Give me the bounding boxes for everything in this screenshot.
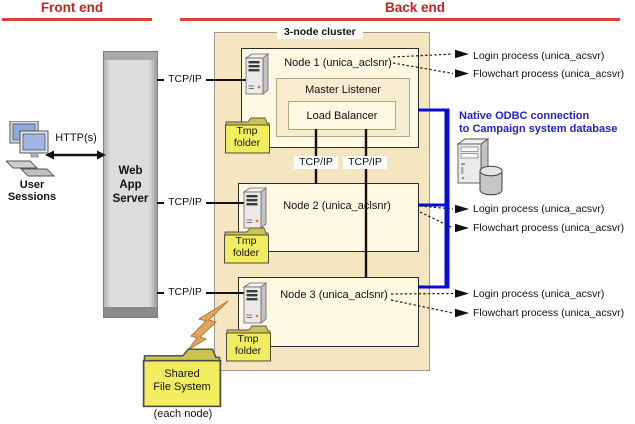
load-balancer-box: Load Balancer	[288, 101, 396, 130]
tmp-line-2: folder	[232, 246, 260, 259]
node2-flowchart-process-label: Flowchart process (unica_acsvr)	[473, 222, 625, 234]
shared-line-2: File System	[153, 381, 211, 393]
node1-login-process-label: Login process (unica_acsvr)	[473, 50, 605, 62]
odbc-note-line-1: Native ODBC connection	[459, 110, 590, 122]
front-end-underline	[2, 18, 152, 21]
odbc-note-line-2: to Campaign system database	[459, 122, 618, 135]
user-sessions-icon	[6, 121, 56, 181]
load-balancer-label: Load Balancer	[306, 109, 378, 122]
web-app-server-label: Web App Server	[112, 164, 149, 205]
node3-flowchart-process-label: Flowchart process (unica_acsvr)	[473, 307, 625, 319]
node-3-label: Node 3 (unica_aclsnr)	[280, 289, 388, 301]
node-2-label: Node 2 (unica_aclsnr)	[283, 200, 391, 212]
tcpip-label-lb-left: TCP/IP	[294, 156, 338, 169]
web-app-server: Web App Server	[103, 51, 158, 318]
odbc-note: Native ODBC connection to Campaign syste…	[459, 110, 617, 135]
tmp-line-2: folder	[233, 136, 261, 149]
user-sessions-label: User Sessions	[7, 179, 57, 203]
back-end-heading: Back end	[384, 0, 446, 15]
node-1-label: Node 1 (unica_aclsnr)	[284, 57, 392, 69]
tmp-line-1: Tmp	[237, 333, 259, 345]
tcpip-label-node1: TCP/IP	[164, 73, 206, 86]
node3-login-process-label: Login process (unica_acsvr)	[473, 288, 605, 300]
node1-flowchart-process-label: Flowchart process (unica_acsvr)	[473, 68, 625, 80]
each-node-caption: (each node)	[153, 408, 213, 420]
tmp-line-1: Tmp	[235, 235, 257, 247]
http-label: HTTP(s)	[55, 132, 97, 144]
database-server-icon	[454, 138, 506, 198]
web-app-server-bottom-bevel	[104, 307, 157, 317]
back-end-underline	[180, 18, 620, 21]
web-app-server-top-bevel	[104, 52, 157, 60]
master-listener-label: Master Listener	[305, 84, 381, 96]
shared-line-1: Shared	[164, 368, 200, 380]
tmp-line-2: folder	[234, 344, 262, 357]
tcpip-label-node2: TCP/IP	[164, 196, 206, 209]
tmp-line-1: Tmp	[236, 125, 258, 137]
front-end-heading: Front end	[40, 0, 104, 15]
node2-login-process-label: Login process (unica_acsvr)	[473, 203, 605, 215]
tcpip-label-node3: TCP/IP	[164, 286, 206, 299]
cluster-title: 3-node cluster	[277, 25, 363, 39]
tcpip-label-lb-right: TCP/IP	[343, 156, 387, 169]
